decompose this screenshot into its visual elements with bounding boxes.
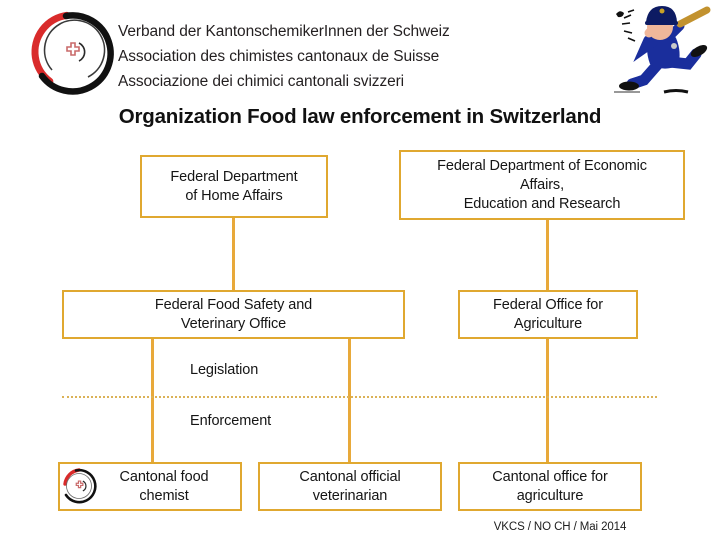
association-name-de: Verband der KantonschemikerInnen der Sch…	[118, 23, 450, 40]
node-cantonal-food-chemist-label: Cantonal food chemist	[119, 468, 209, 504]
slide-footer: VKCS / NO CH / Mai 2014	[493, 521, 627, 533]
node-food-safety-vet-office[interactable]: Federal Food Safety and Veterinary Offic…	[62, 290, 405, 339]
node-cantonal-official-veterinarian[interactable]: Cantonal official veterinarian	[258, 462, 442, 511]
running-policeman-illustration	[604, 2, 716, 98]
legislation-enforcement-divider	[62, 396, 657, 398]
zone-label-enforcement: Enforcement	[190, 413, 272, 429]
page-title: Organization Food law enforcement in Swi…	[118, 105, 602, 128]
node-home-affairs-label: Federal Department of Home Affairs	[170, 168, 298, 204]
node-economic-affairs[interactable]: Federal Department of Economic Affairs, …	[399, 150, 685, 220]
association-name-fr: Association des chimistes cantonaux de S…	[118, 48, 440, 65]
node-food-safety-vet-office-label: Federal Food Safety and Veterinary Offic…	[154, 296, 313, 332]
node-cantonal-food-chemist[interactable]: Cantonal food chemist	[58, 462, 242, 511]
node-cantonal-office-agriculture[interactable]: Cantonal office for agriculture	[458, 462, 642, 511]
edge-office-agriculture-to-cantonal-office-agriculture	[546, 338, 549, 463]
zone-label-legislation: Legislation	[190, 362, 259, 378]
vkcs-badge-icon	[60, 467, 98, 505]
edge-food-safety-to-cantonal-food-chemist	[151, 338, 154, 463]
node-economic-affairs-label: Federal Department of Economic Affairs, …	[437, 157, 647, 212]
node-cantonal-official-veterinarian-label: Cantonal official veterinarian	[299, 468, 401, 504]
association-name-it: Associazione dei chimici cantonali svizz…	[118, 73, 405, 90]
node-home-affairs[interactable]: Federal Department of Home Affairs	[140, 155, 328, 218]
edge-home-affairs-to-food-safety	[232, 218, 235, 293]
edge-economic-affairs-to-office-agriculture	[546, 220, 549, 293]
vkcs-circular-logo	[26, 6, 118, 98]
node-cantonal-office-agriculture-label: Cantonal office for agriculture	[492, 468, 608, 504]
association-names: Verband der KantonschemikerInnen der Sch…	[118, 19, 588, 94]
node-office-agriculture[interactable]: Federal Office for Agriculture	[458, 290, 638, 339]
node-office-agriculture-label: Federal Office for Agriculture	[493, 296, 603, 332]
edge-food-safety-to-cantonal-veterinarian	[348, 338, 351, 463]
